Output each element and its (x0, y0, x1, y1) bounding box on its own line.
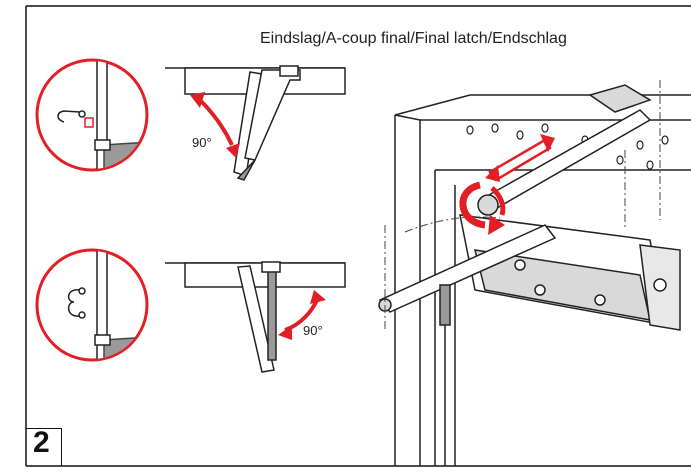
angle-label-bottom: 90° (303, 323, 323, 338)
latch-sketch-top (165, 65, 346, 181)
adjust-valve (439, 284, 451, 466)
detail-circle-top (35, 58, 149, 172)
arrowhead-bottom-1 (278, 325, 292, 340)
arrowhead-top-1 (190, 92, 205, 108)
arrowhead-top-2 (226, 143, 240, 158)
step-box (26, 428, 62, 466)
closer-body (459, 214, 681, 331)
frame-lines (25, 5, 691, 467)
adjust-arrows (459, 134, 555, 235)
closer-arm (378, 84, 652, 313)
step-number: 2 (33, 426, 50, 459)
rotation-arrow-top (198, 98, 234, 146)
latch-sketch-bottom (165, 261, 346, 373)
page-title: Eindslag/A-coup final/Final latch/Endsch… (260, 30, 567, 47)
arrowhead-bottom-2 (310, 290, 326, 304)
detail-circle-bottom (35, 248, 149, 362)
angle-label-top: 90° (192, 135, 212, 150)
